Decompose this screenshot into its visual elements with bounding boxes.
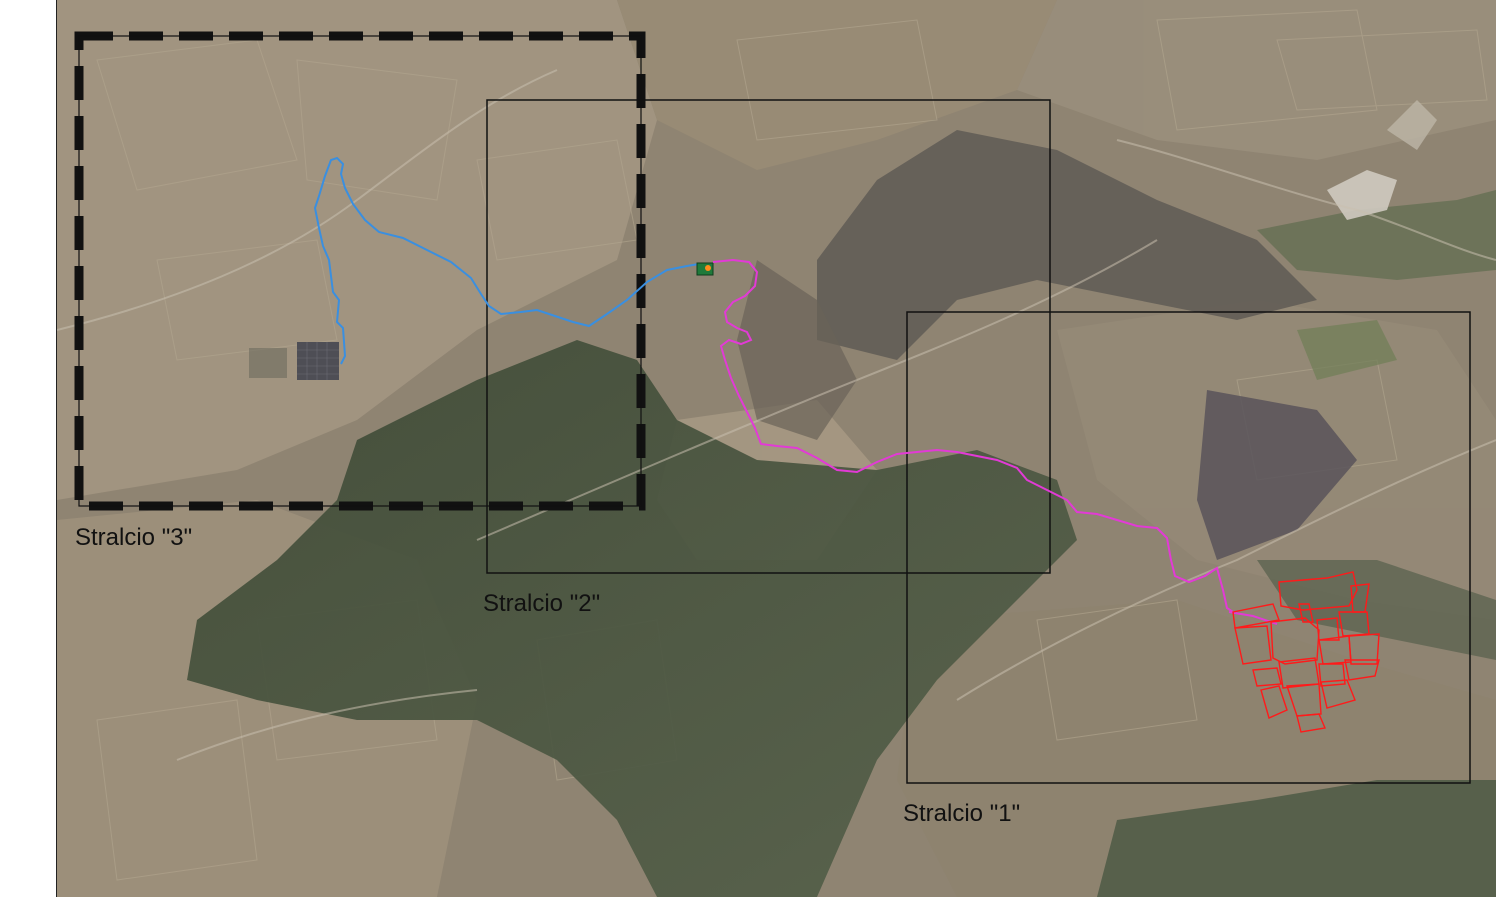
satellite-map[interactable] (57, 0, 1496, 897)
stralcio-3-label: Stralcio "3" (75, 524, 193, 551)
stralcio-2-label: Stralcio "2" (483, 590, 601, 617)
magenta-route-line[interactable] (712, 258, 1234, 613)
page-margin (0, 0, 56, 897)
map-frame[interactable]: Stralcio "3" Stralcio "2" Stralcio "1" (56, 0, 1496, 897)
stralcio-2-frame[interactable] (486, 99, 1051, 574)
solar-array[interactable] (249, 342, 339, 380)
blue-route-line[interactable] (313, 156, 700, 365)
red-plot-outlines[interactable] (1232, 571, 1380, 733)
dark-ridges (737, 130, 1357, 560)
stralcio-1-frame[interactable] (906, 311, 1471, 784)
stralcio-1-label: Stralcio "1" (903, 800, 1021, 827)
forest-band (187, 190, 1496, 897)
roads (57, 69, 1496, 761)
stralcio-3-inner-frame (78, 35, 642, 507)
substation[interactable] (696, 262, 714, 276)
